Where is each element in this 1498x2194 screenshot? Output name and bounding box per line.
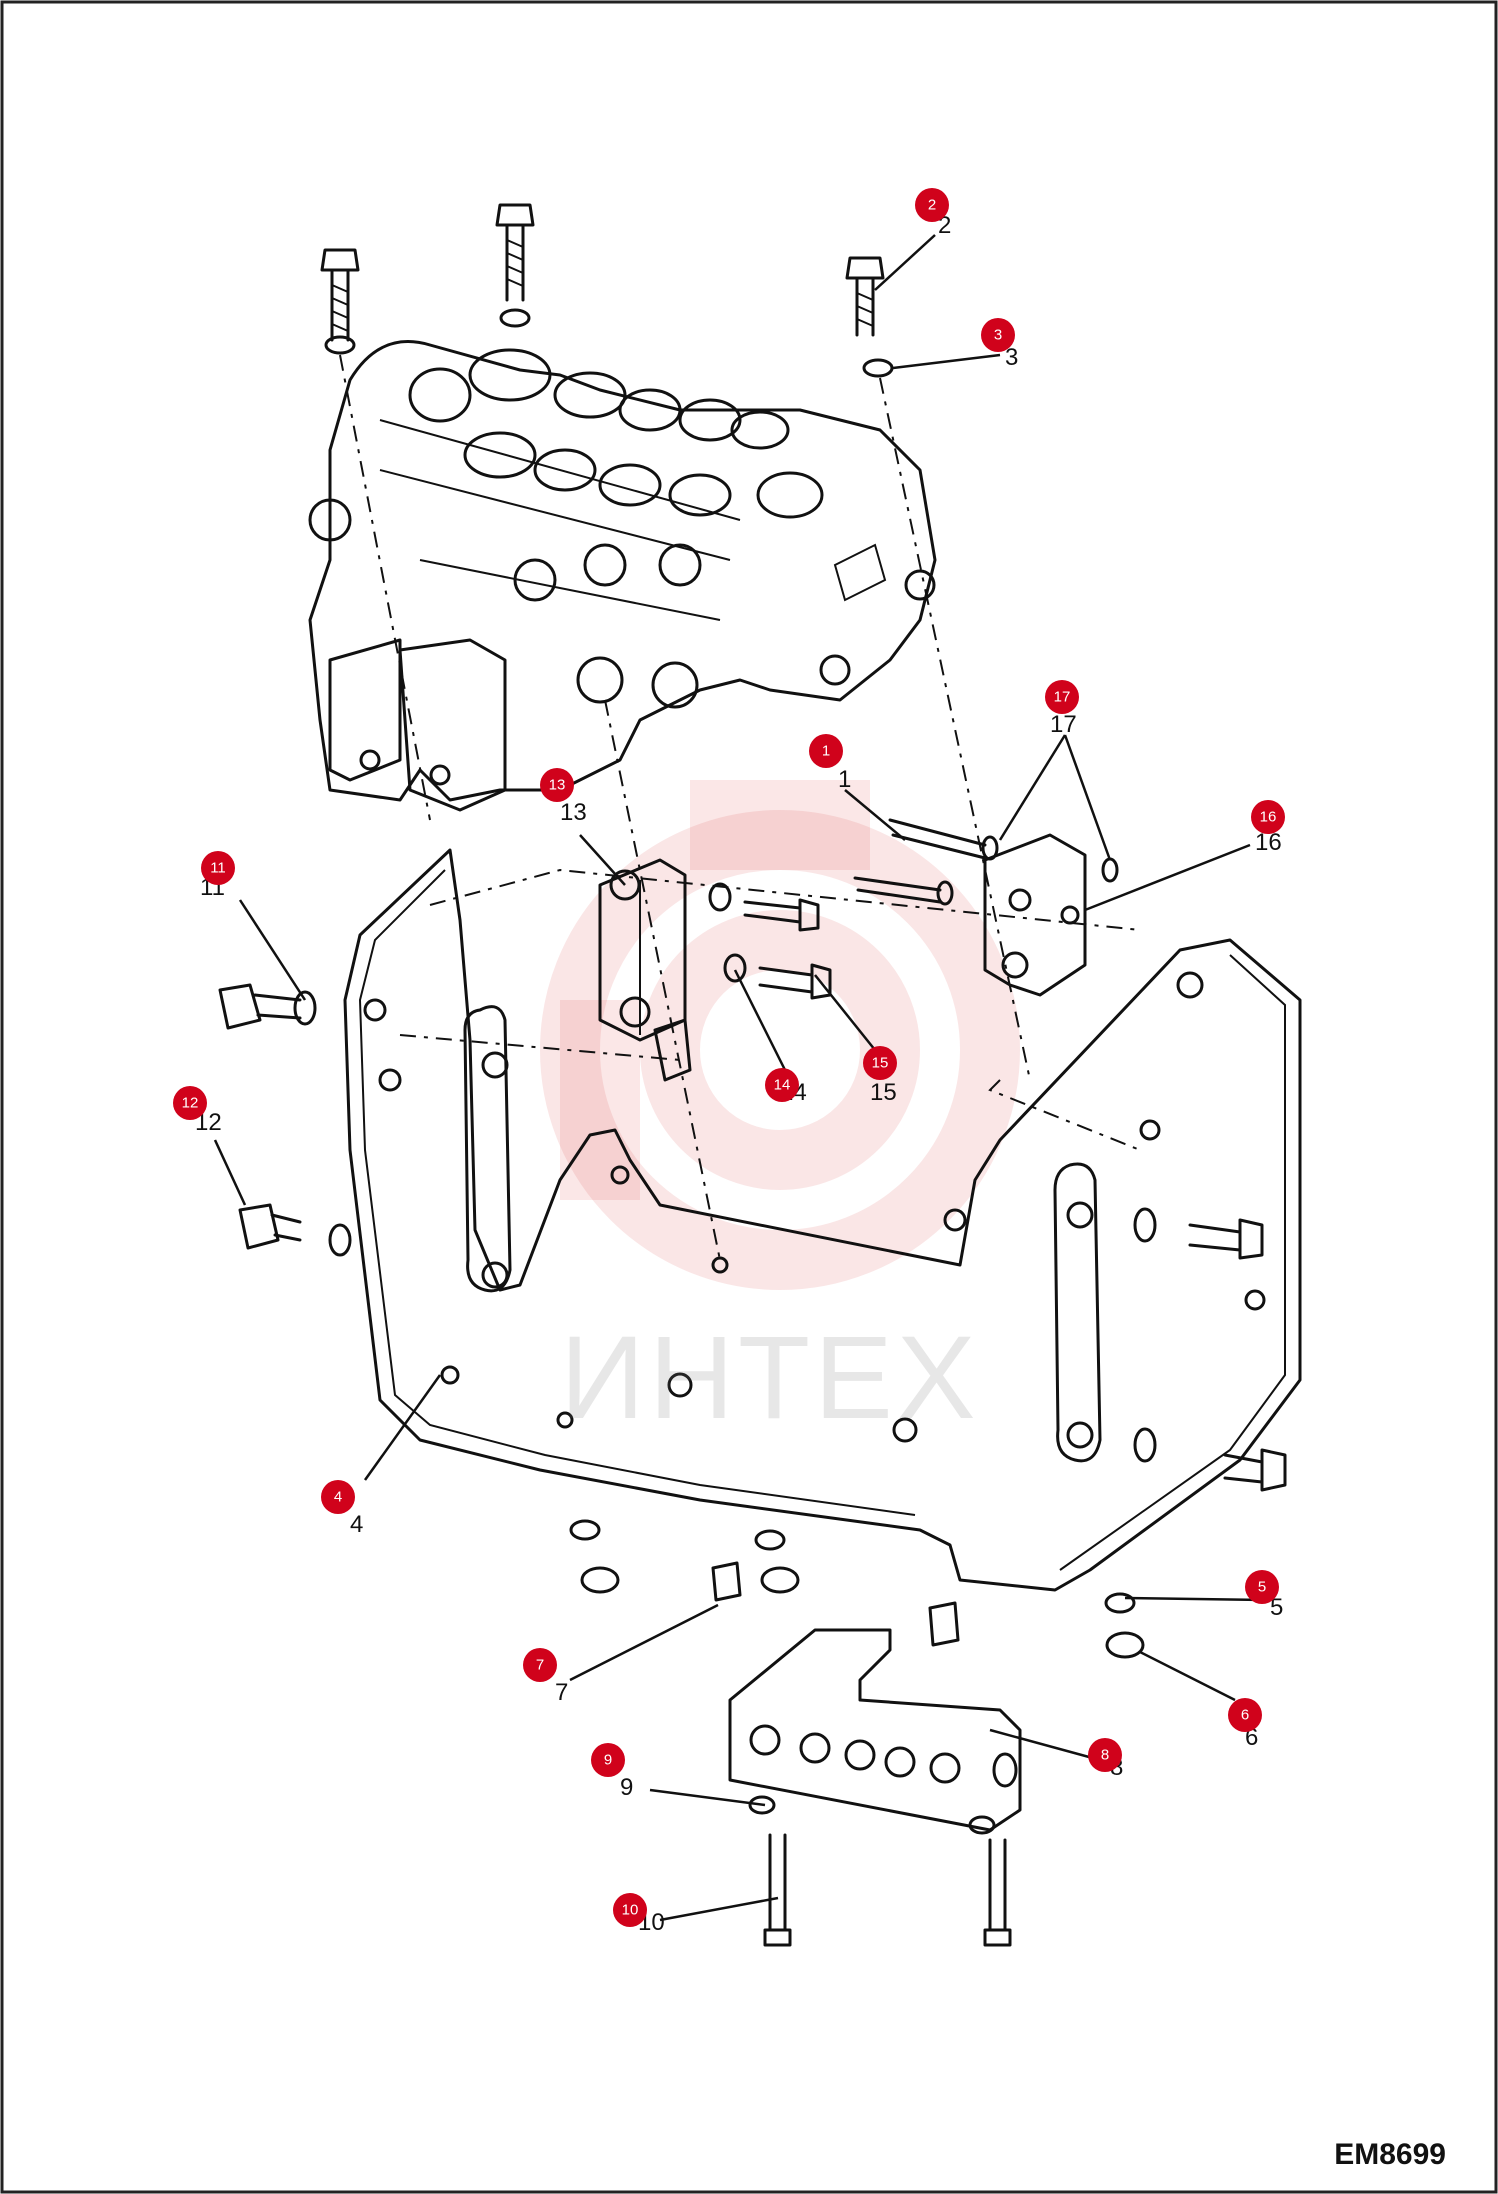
callout-badge-13: 13 — [540, 768, 574, 802]
svg-text:5: 5 — [1258, 1579, 1266, 1596]
callout-badge-3: 3 — [981, 318, 1015, 352]
svg-text:10: 10 — [622, 1902, 639, 1919]
callout-number: 3 — [1005, 344, 1018, 371]
callout-badge-9: 9 — [591, 1743, 625, 1777]
callout-badge-2: 2 — [915, 188, 949, 222]
svg-text:9: 9 — [604, 1752, 612, 1769]
svg-text:3: 3 — [994, 327, 1002, 344]
callout-badge-15: 15 — [863, 1046, 897, 1080]
callout-number: 13 — [560, 799, 587, 826]
callout-badge-12: 12 — [173, 1086, 207, 1120]
svg-text:7: 7 — [536, 1657, 544, 1674]
callout-number: 17 — [1050, 711, 1077, 738]
svg-text:15: 15 — [872, 1055, 889, 1072]
svg-text:12: 12 — [182, 1095, 199, 1112]
left-bolts — [218, 983, 352, 1257]
callout-badge-8: 8 — [1088, 1738, 1122, 1772]
callout-number: 4 — [350, 1511, 363, 1538]
callout-badge-7: 7 — [523, 1648, 557, 1682]
svg-text:11: 11 — [210, 860, 226, 877]
callout-badge-5: 5 — [1245, 1570, 1279, 1604]
callout-number: 9 — [620, 1774, 633, 1801]
svg-text:6: 6 — [1241, 1707, 1249, 1724]
top-bolts — [320, 203, 1031, 1261]
control-valve — [308, 340, 937, 812]
right-bolts — [1133, 1207, 1287, 1492]
svg-text:13: 13 — [549, 777, 566, 794]
callout-badge-17: 17 — [1045, 680, 1079, 714]
svg-text:2: 2 — [928, 197, 936, 214]
callout-number: 15 — [870, 1079, 897, 1106]
document-code: EM8699 — [1334, 2138, 1446, 2171]
callout-badges: 1 2 3 4 5 6 7 8 9 10 11 12 13 14 15 16 1… — [173, 188, 1285, 1927]
callout-badge-10: 10 — [613, 1893, 647, 1927]
callout-badge-4: 4 — [321, 1480, 355, 1514]
mounting-bracket — [343, 848, 1302, 1592]
relief-valve — [598, 858, 832, 1082]
callout-number: 5 — [1270, 1594, 1283, 1621]
watermark-text: ИНТЕХ — [560, 1312, 980, 1444]
svg-text:14: 14 — [774, 1077, 791, 1094]
svg-text:1: 1 — [822, 743, 830, 760]
callout-badge-16: 16 — [1251, 800, 1285, 834]
callout-badge-14: 14 — [765, 1068, 799, 1102]
callout-badge-11: 11 — [201, 851, 235, 885]
callouts: 1 2 3 4 5 6 7 8 9 10 11 12 13 14 15 16 1… — [195, 212, 1283, 1936]
svg-text:17: 17 — [1054, 689, 1071, 706]
callout-badge-1: 1 — [809, 734, 843, 768]
svg-text:8: 8 — [1101, 1747, 1109, 1764]
callout-number: 7 — [555, 1679, 568, 1706]
svg-text:4: 4 — [334, 1489, 342, 1506]
callout-number: 1 — [838, 766, 851, 793]
valve-block-16 — [853, 818, 1119, 997]
callout-badge-6: 6 — [1228, 1698, 1262, 1732]
lower-hardware — [569, 1519, 1145, 1659]
svg-text:16: 16 — [1260, 809, 1277, 826]
manifold-block — [728, 1628, 1022, 1947]
